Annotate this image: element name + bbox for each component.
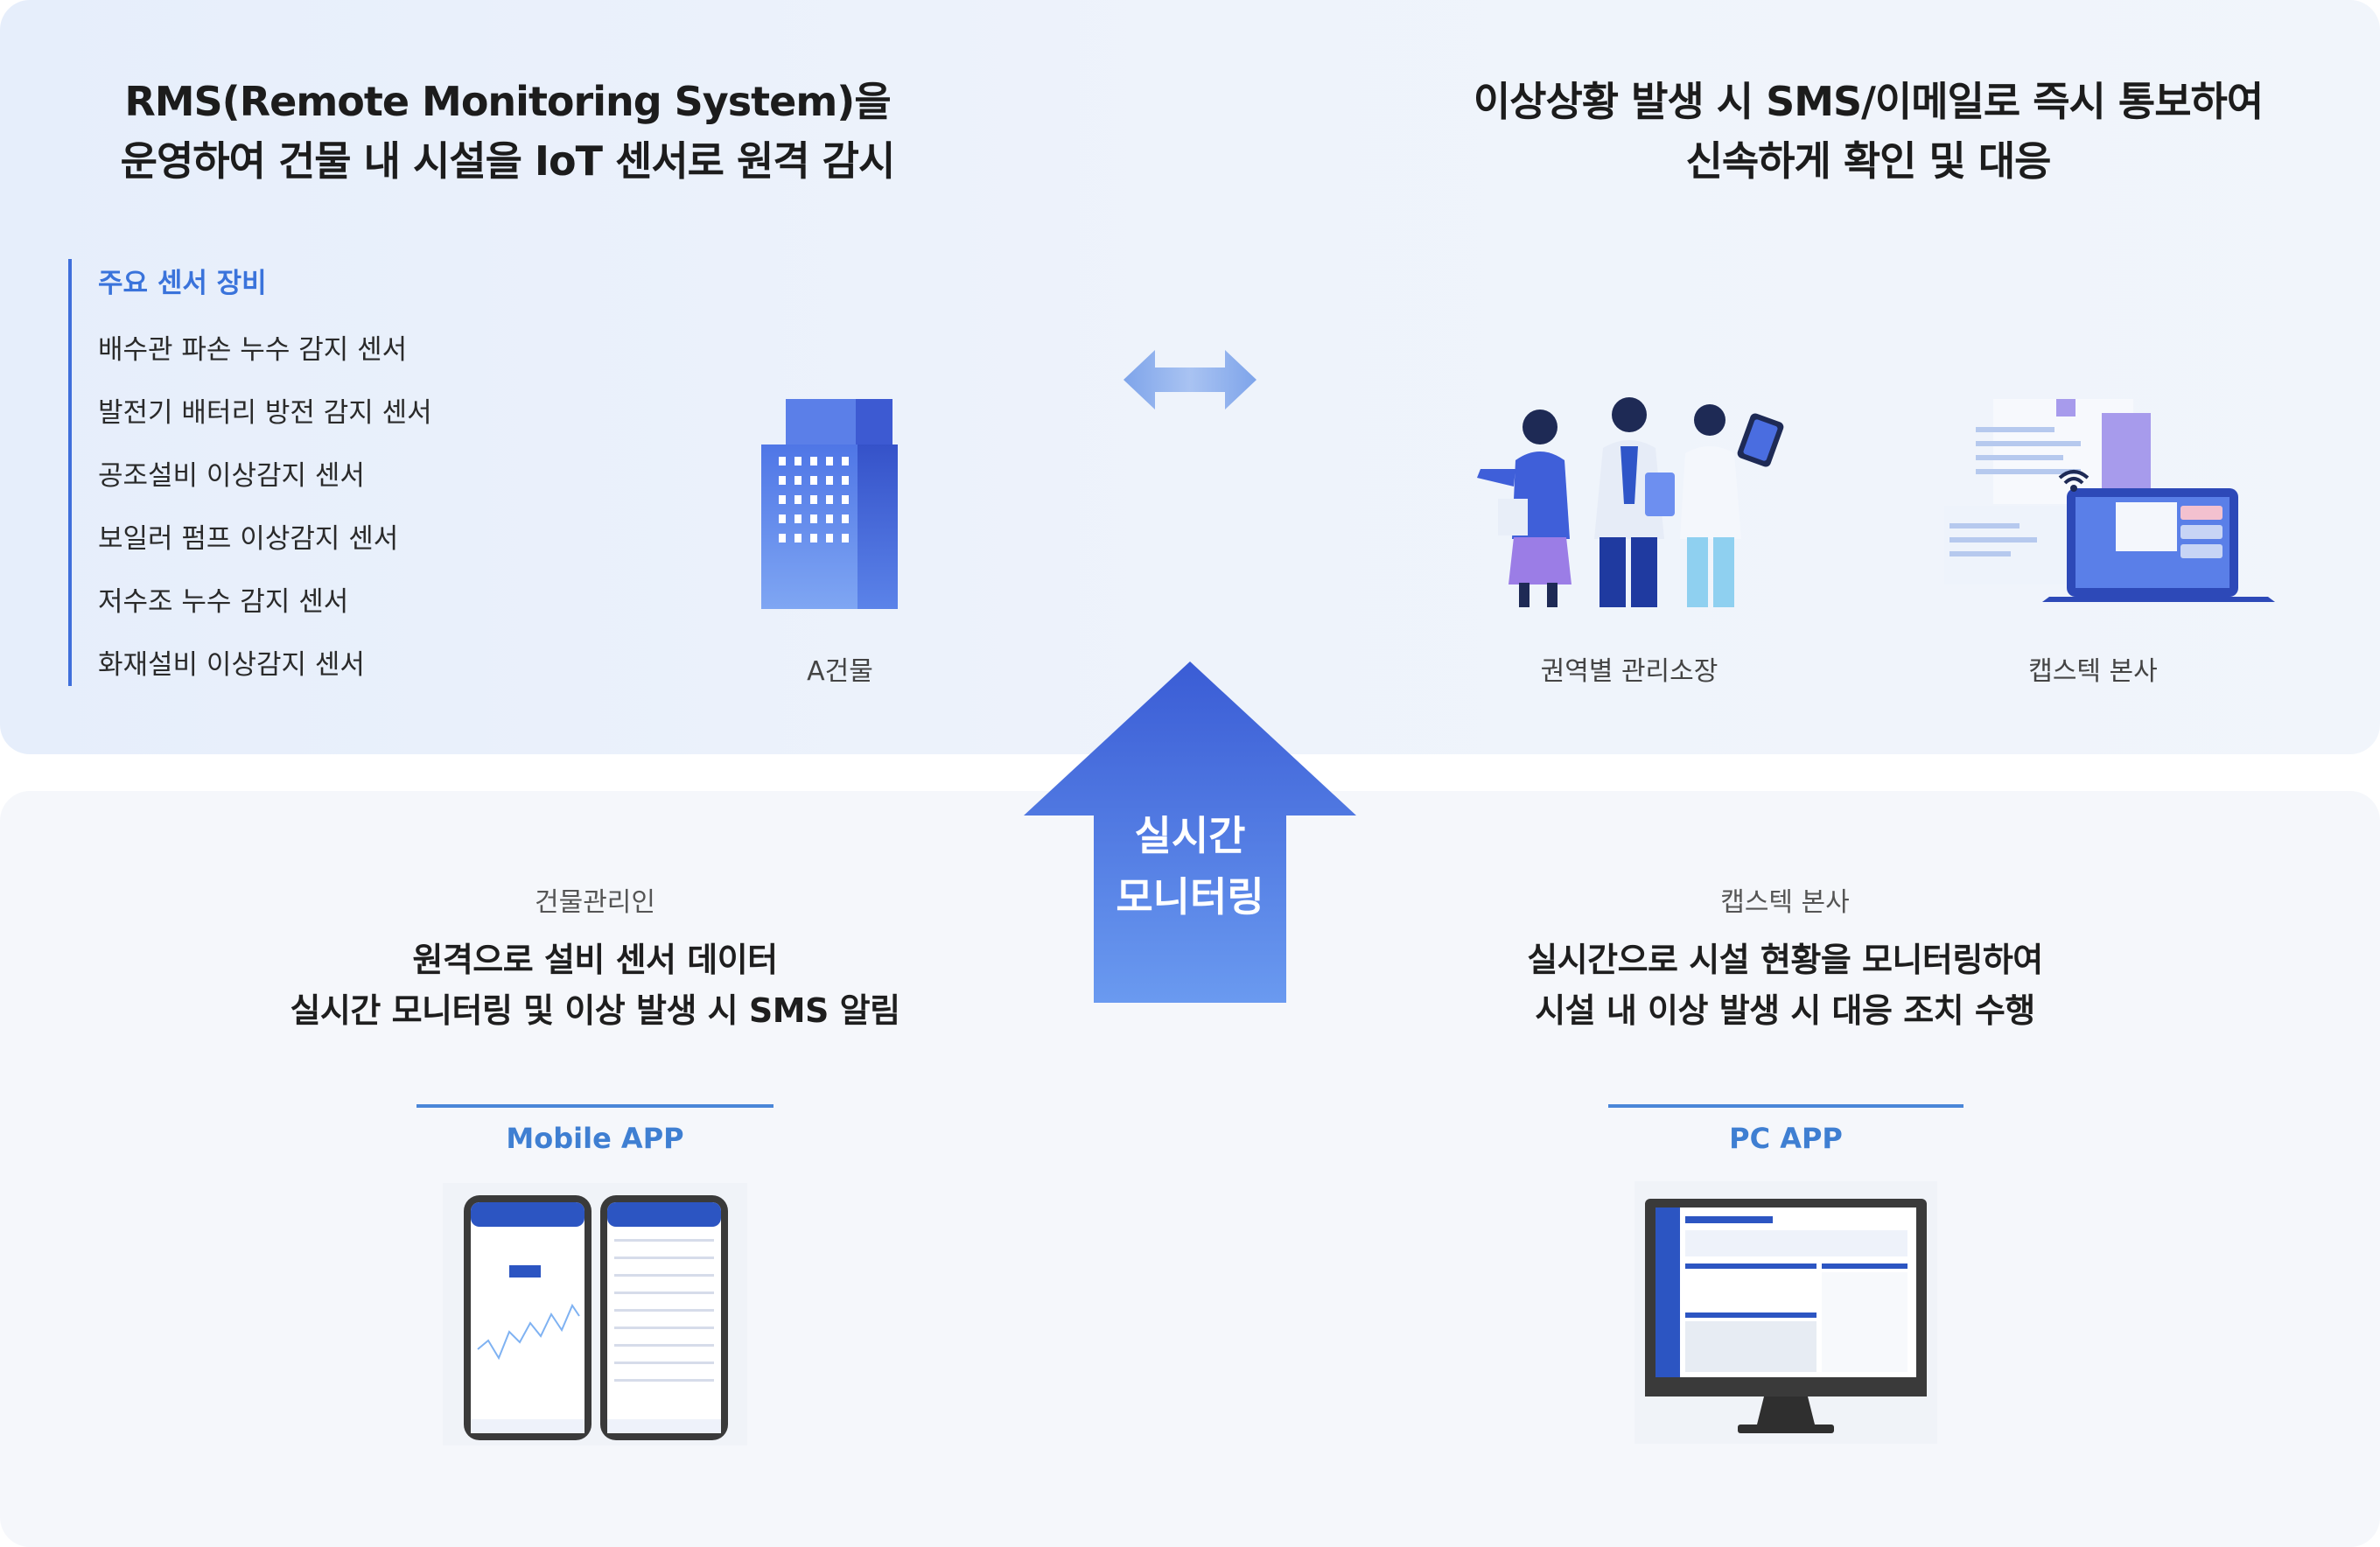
mobile-app-screenshot [443,1183,747,1446]
sensor-list-bar [68,259,72,686]
left-headline: RMS(Remote Monitoring System)을 운영하여 건물 내… [70,72,945,191]
left-headline-line-1: RMS(Remote Monitoring System)을 [124,78,891,125]
managers-label: 권역별 관리소장 [1540,656,1718,687]
right-headline-line-1: 이상상황 발생 시 SMS/이메일로 즉시 통보하여 [1473,78,2264,125]
left-desc-line-2: 실시간 모니터링 및 이상 발생 시 SMS 알림 [290,991,900,1030]
building-icon [761,399,898,609]
double-arrow-icon [1124,350,1256,410]
right-desc-line-1: 실시간으로 시설 현황을 모니터링하여 [1527,941,2043,979]
arrow-label-line-1: 실시간 [1134,812,1246,859]
left-role: 건물관리인 [535,887,655,918]
right-headline-line-2: 신속하게 확인 및 대응 [1685,137,2052,185]
left-desc-line-1: 원격으로 설비 센서 데이터 [412,941,778,979]
sensor-item: 보일러 펌프 이상감지 센서 [98,523,399,555]
left-divider [416,1104,774,1108]
sensor-item: 배수관 파손 누수 감지 센서 [98,334,408,366]
right-desc-line-2: 시설 내 이상 발생 시 대응 조치 수행 [1535,991,2035,1030]
right-headline: 이상상황 발생 시 SMS/이메일로 즉시 통보하여 신속하게 확인 및 대응 [1418,72,2319,191]
managers-illustration [1477,397,1784,607]
pc-app-screenshot [1634,1181,1937,1444]
sensor-item: 발전기 배터리 방전 감지 센서 [98,397,432,429]
sensor-list: 배수관 파손 누수 감지 센서 발전기 배터리 방전 감지 센서 공조설비 이상… [98,329,432,707]
right-description: 실시간으로 시설 현황을 모니터링하여 시설 내 이상 발생 시 대응 조치 수… [1435,934,2135,1036]
right-divider [1608,1104,1964,1108]
right-role: 캡스텍 본사 [1720,887,1850,918]
building-label: A건물 [807,656,873,687]
realtime-arrow-label: 실시간 모니터링 [1032,805,1348,928]
sensor-item: 공조설비 이상감지 센서 [98,460,365,492]
left-description: 원격으로 설비 센서 데이터 실시간 모니터링 및 이상 발생 시 SMS 알림 [228,934,962,1036]
sensor-item: 화재설비 이상감지 센서 [98,649,365,681]
realtime-arrow-icon [1024,662,1356,1003]
pc-app-label: PC APP [1729,1122,1843,1155]
arrow-label-line-2: 모니터링 [1116,873,1264,920]
left-headline-line-2: 운영하여 건물 내 시설을 IoT 센서로 원격 감시 [120,137,896,185]
sensor-list-title: 주요 센서 장비 [98,268,267,299]
hq-label: 캡스텍 본사 [2028,656,2158,687]
hq-illustration [1944,399,2275,602]
sensor-item: 저수조 누수 감지 센서 [98,586,349,618]
mobile-app-label: Mobile APP [506,1122,684,1155]
